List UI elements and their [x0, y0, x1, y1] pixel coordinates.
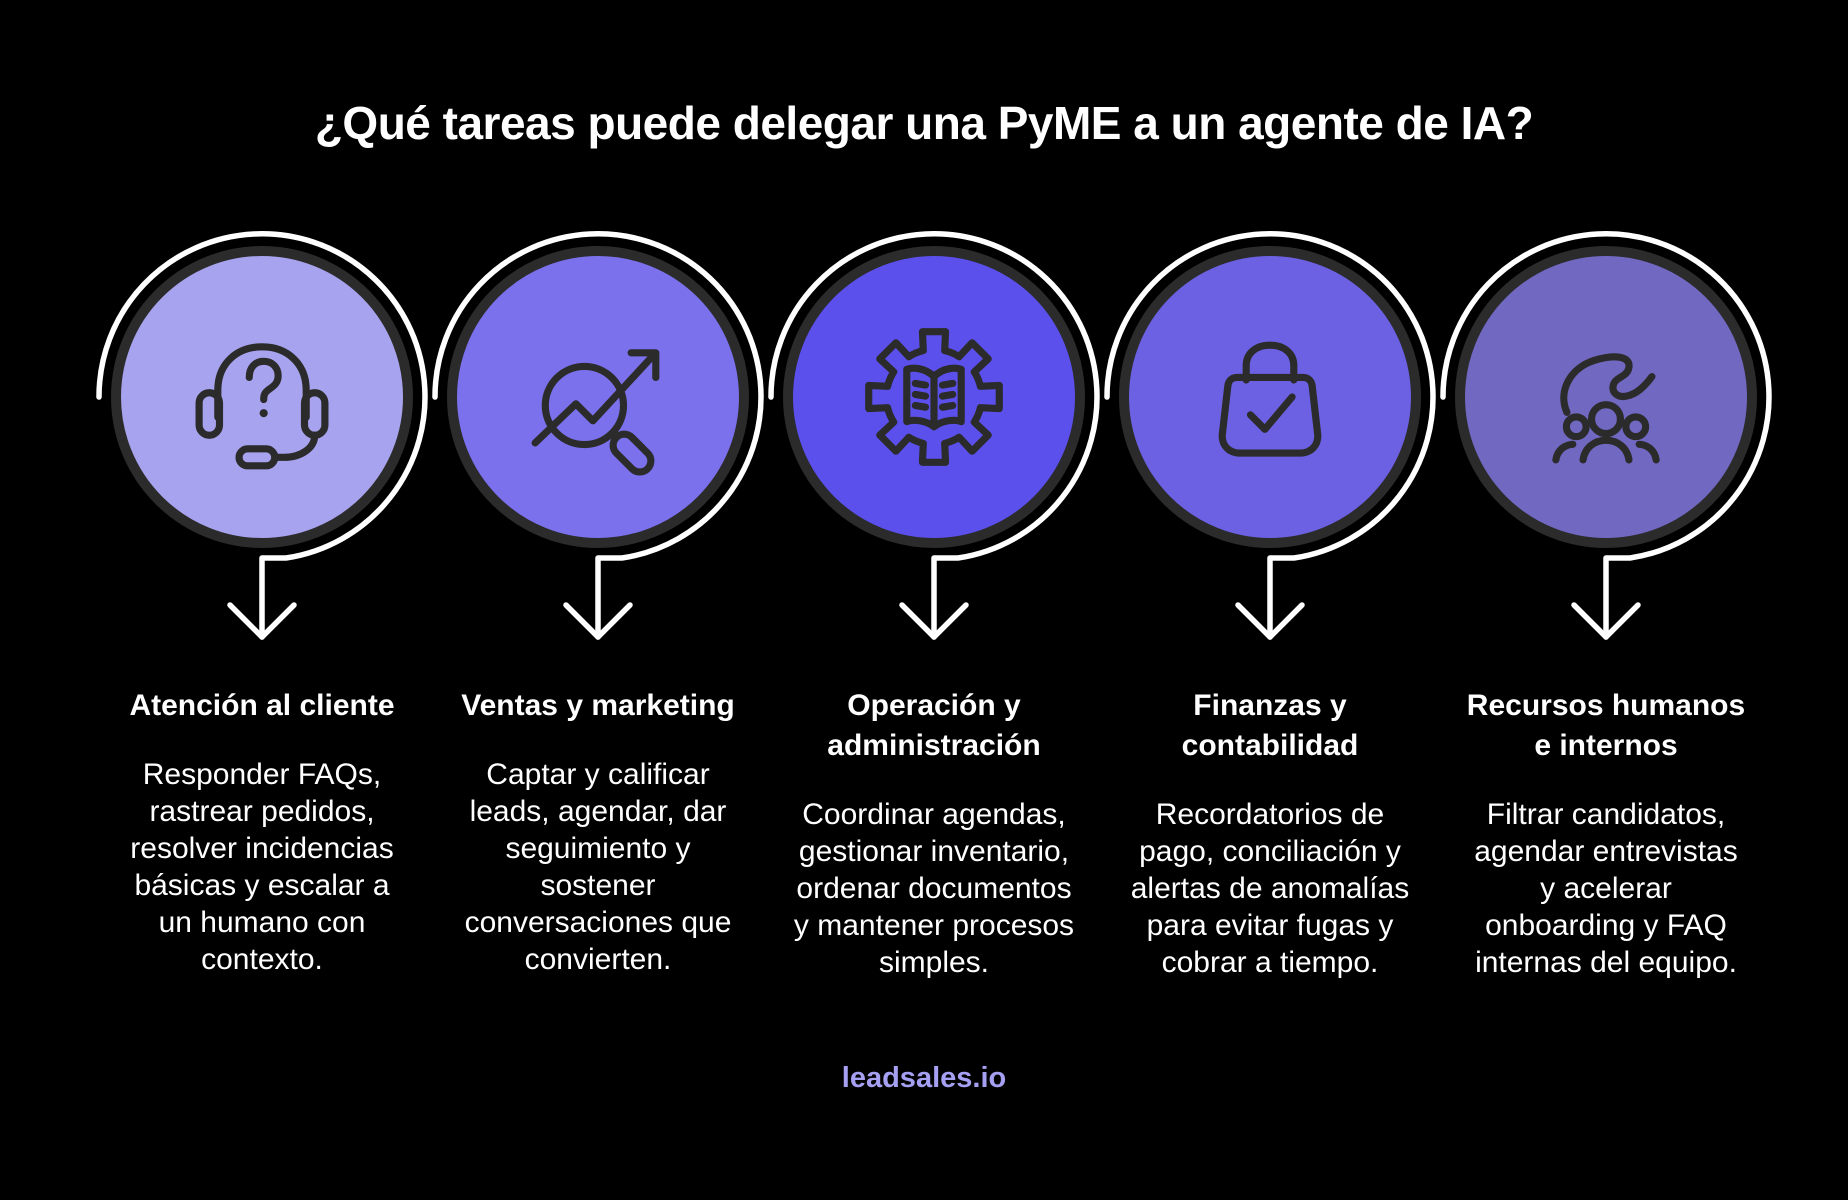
circle-arc-decoration	[432, 231, 764, 640]
column-art-operacion	[768, 231, 1100, 640]
column-art-finanzas	[1104, 231, 1436, 640]
circle-arc-decoration	[768, 231, 1100, 640]
column-atencion-al-cliente: Atención al cliente Responder FAQs, rast…	[102, 686, 422, 978]
column-description: Captar y calificar leads, agendar, dar s…	[464, 758, 732, 976]
column-description: Recordatorios de pago, conciliación y al…	[1130, 798, 1410, 979]
column-art-ventas	[432, 231, 764, 640]
column-heading: Ventas y marketing	[461, 689, 735, 722]
column-heading: Finanzas y contabilidad	[1181, 689, 1359, 762]
column-heading: Recursos humanos e internos	[1466, 689, 1746, 762]
column-description: Filtrar candidatos, agendar entrevistas …	[1474, 798, 1738, 979]
column-heading: Atención al cliente	[129, 689, 395, 722]
shopping-bag-check-icon	[1218, 341, 1322, 457]
down-arrow-icon	[227, 602, 297, 640]
brand-footer: leadsales.io	[841, 1062, 1007, 1094]
hand-people-icon	[1552, 353, 1660, 464]
down-arrow-icon	[563, 602, 633, 640]
column-description: Responder FAQs, rastrear pedidos, resolv…	[130, 758, 394, 976]
page-title: ¿Qué tareas puede delegar una PyME a un …	[314, 97, 1534, 149]
circle-ring	[447, 246, 749, 548]
column-finanzas-contabilidad: Finanzas y contabilidad Recordatorios de…	[1110, 686, 1430, 981]
search-trend-icon	[531, 349, 660, 476]
column-recursos-humanos: Recursos humanos e internos Filtrar cand…	[1446, 686, 1766, 981]
column-art-atencion	[96, 231, 428, 640]
down-arrow-icon	[899, 602, 969, 640]
column-operacion-administracion: Operación y administración Coordinar age…	[774, 686, 1094, 981]
circle-arc-decoration	[1104, 231, 1436, 640]
gear-document-icon	[865, 328, 1003, 466]
circle-ring	[1119, 246, 1421, 548]
down-arrow-icon	[1235, 602, 1305, 640]
column-heading: Operación y administración	[827, 689, 1041, 762]
headset-question-icon	[195, 343, 329, 470]
column-ventas-y-marketing: Ventas y marketing Captar y calificar le…	[438, 686, 758, 978]
down-arrow-icon	[1571, 602, 1641, 640]
column-art-rrhh	[1440, 231, 1772, 640]
circle-ring	[1455, 246, 1757, 548]
circle-arc-decoration	[1440, 231, 1772, 640]
circle-arc-decoration	[96, 231, 428, 640]
column-description: Coordinar agendas, gestionar inventario,…	[793, 798, 1075, 979]
